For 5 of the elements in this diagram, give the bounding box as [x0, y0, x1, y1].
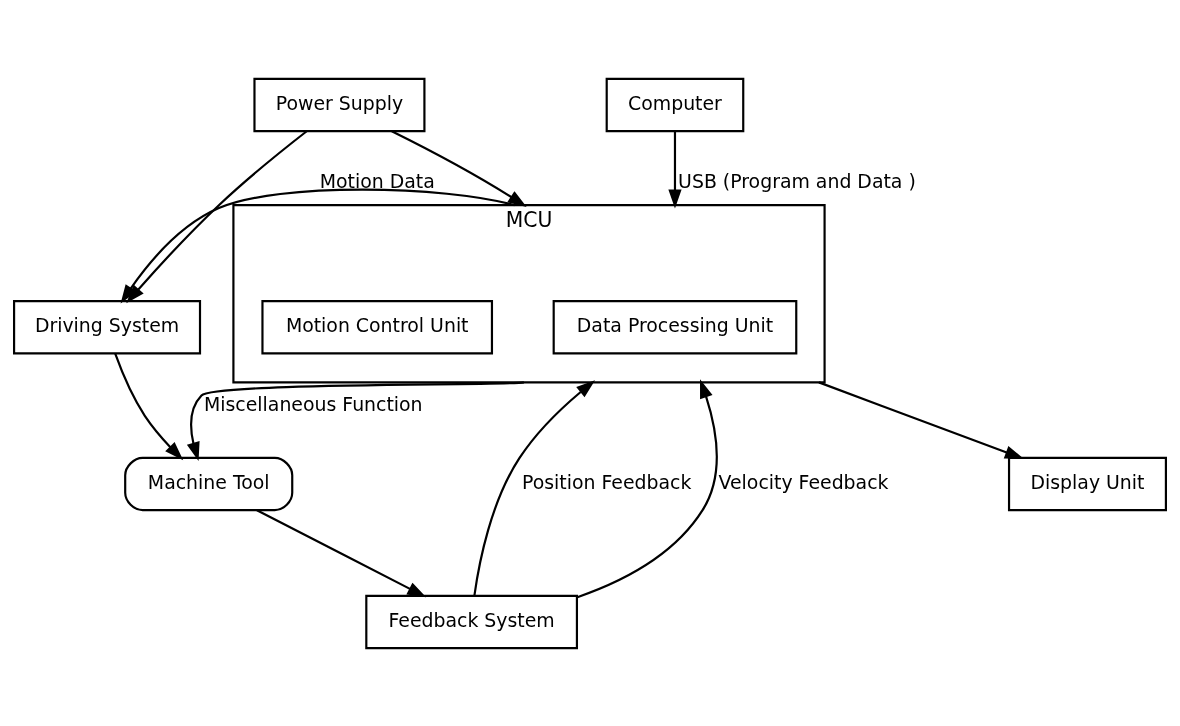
edge-label: Position Feedback [522, 470, 692, 493]
edge-label: Motion Data [319, 169, 435, 192]
edge-label: USB (Program and Data ) [678, 169, 916, 192]
edge-label: Miscellaneous Function [203, 392, 423, 415]
edge-label: Velocity Feedback [718, 470, 889, 493]
